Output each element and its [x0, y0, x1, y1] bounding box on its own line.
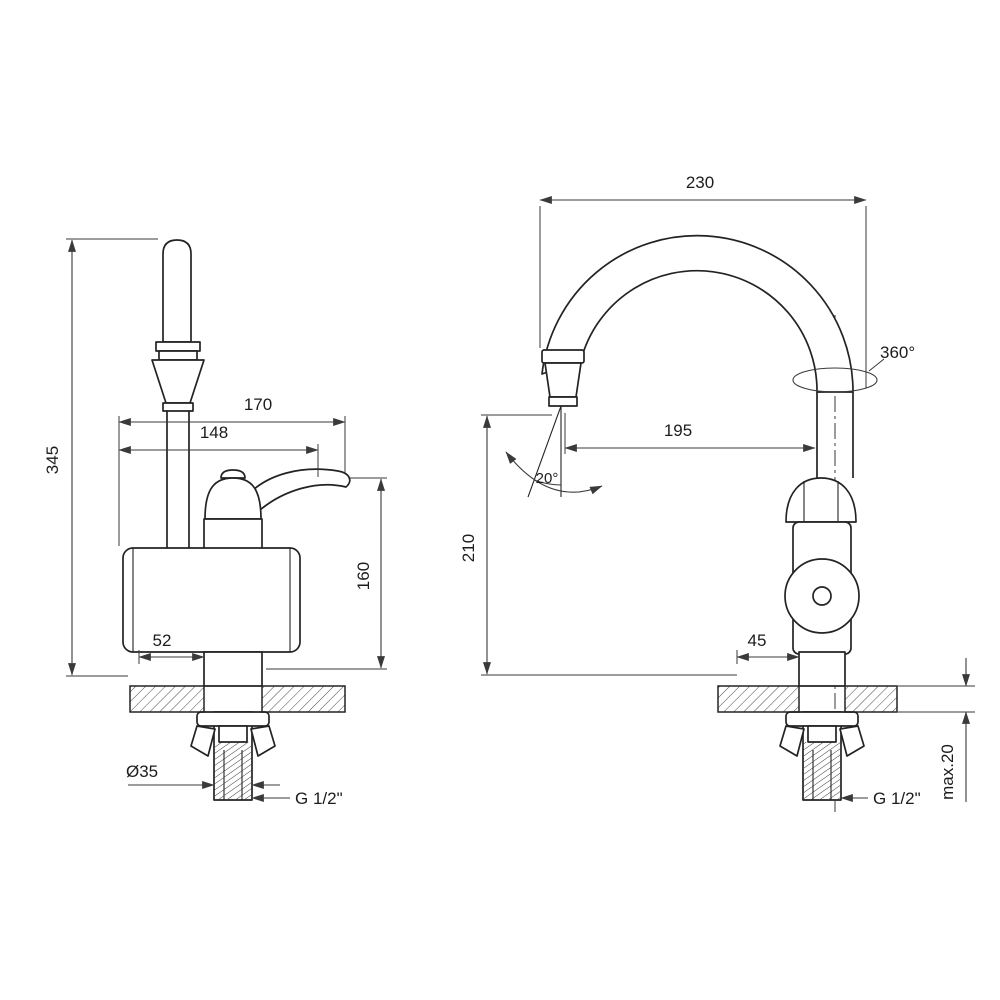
dim-label-230: 230	[686, 173, 714, 192]
wing-nut-right	[250, 725, 276, 757]
dial-center	[812, 586, 832, 606]
spray-swing-arc	[505, 451, 603, 495]
tank-wall-lines	[132, 548, 291, 652]
dim-label-52: 52	[153, 631, 172, 650]
mounting-washer	[196, 711, 270, 727]
nozzle-outlet	[162, 402, 194, 412]
handle-lever	[245, 468, 351, 512]
riser-tube	[166, 411, 190, 549]
dim-label-160: 160	[354, 562, 373, 590]
gooseneck-spout	[541, 234, 854, 393]
dim-label-20deg: 20°	[536, 470, 559, 487]
dim-label-195: 195	[664, 421, 692, 440]
nozzle-body	[544, 362, 582, 398]
dim-label-170: 170	[244, 395, 272, 414]
counter-section-left	[129, 685, 205, 713]
wing-nut-left	[190, 725, 216, 757]
dim-label-g12-right: G 1/2"	[873, 789, 921, 808]
rotation-leader	[868, 358, 885, 372]
spout-column	[162, 239, 192, 343]
rod-bore-lines	[223, 750, 243, 800]
front-handle-knob	[785, 477, 857, 523]
dim-label-45: 45	[748, 631, 767, 650]
front-nut-hub	[807, 725, 837, 743]
knob-rib-lines	[803, 481, 839, 521]
counter-section-right	[261, 685, 346, 713]
front-wing-nut-right	[839, 725, 865, 757]
nozzle-collar	[541, 349, 585, 364]
spout-collar-upper	[155, 341, 201, 352]
dim-label-148: 148	[200, 423, 228, 442]
front-view-dimensions: 230 360° 195 20° 210 45 G 1/2" max.20	[459, 173, 975, 808]
side-view: 345 170 148 160 52 Ø35 G 1/2"	[43, 238, 387, 808]
side-view-dimensions: 345 170 148 160 52 Ø35 G 1/2"	[43, 238, 387, 808]
dim-label-d35: Ø35	[126, 762, 158, 781]
front-rod-bore-lines	[812, 750, 832, 800]
nozzle-funnel	[151, 359, 205, 404]
mounting-base	[203, 651, 263, 687]
dim-label-g12-left: G 1/2"	[295, 789, 343, 808]
front-thread-hatch	[803, 742, 841, 800]
dim-label-max20: max.20	[938, 744, 957, 800]
nozzle-tip	[548, 396, 578, 407]
thread-hatch	[214, 742, 252, 800]
front-counter-right	[844, 685, 898, 713]
front-mounting-base	[798, 651, 846, 687]
riser-pipe	[816, 392, 854, 478]
front-wing-nut-left	[779, 725, 805, 757]
dim-label-210: 210	[459, 534, 478, 562]
rotation-ellipse	[792, 367, 878, 393]
front-view: 230 360° 195 20° 210 45 G 1/2" max.20	[459, 173, 975, 812]
dim-label-360: 360°	[880, 343, 915, 362]
spout-collar-lower	[158, 350, 198, 361]
front-mounting-washer	[785, 711, 859, 727]
cartridge-body	[203, 518, 263, 551]
nut-hub	[218, 725, 248, 743]
handle-cap-bump	[220, 469, 246, 479]
front-counter-left	[717, 685, 800, 713]
heater-tank	[122, 547, 301, 653]
dim-label-345: 345	[43, 446, 62, 474]
handle-dome	[204, 477, 262, 520]
